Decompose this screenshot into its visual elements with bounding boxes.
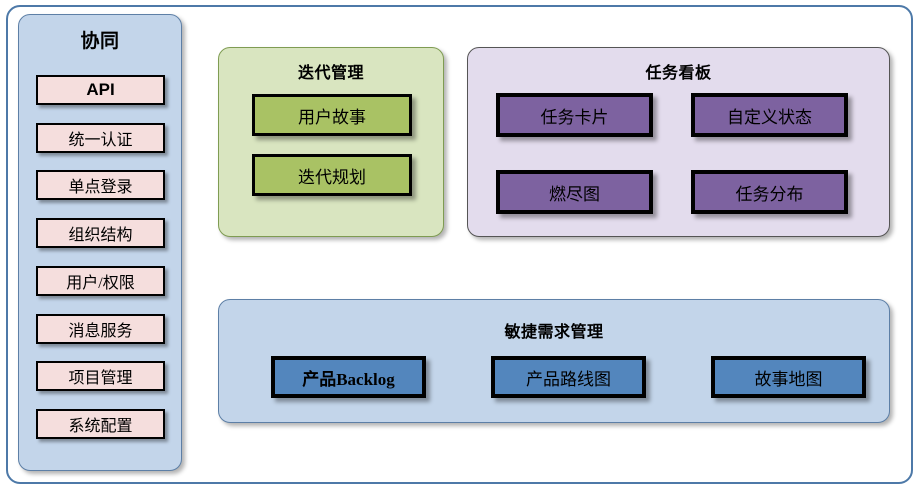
agile-item-story-map[interactable]: 故事地图 — [711, 356, 866, 398]
panel-agile-requirement-management[interactable]: 敏捷需求管理 产品Backlog 产品路线图 故事地图 — [218, 299, 890, 423]
sidebar-item-message-service[interactable]: 消息服务 — [36, 314, 165, 344]
agile-item-product-roadmap[interactable]: 产品路线图 — [491, 356, 646, 398]
panel-iteration-title: 迭代管理 — [297, 65, 364, 82]
sidebar-item-unified-auth[interactable]: 统一认证 — [36, 123, 165, 153]
panel-task-board[interactable]: 任务看板 任务卡片 自定义状态 燃尽图 任务分布 — [467, 47, 890, 237]
taskboard-item-task-card[interactable]: 任务卡片 — [496, 93, 653, 137]
sidebar-item-user-permission[interactable]: 用户/权限 — [36, 266, 165, 296]
sidebar-item-sso[interactable]: 单点登录 — [36, 170, 165, 200]
panel-collaboration[interactable]: 协同 API 统一认证 单点登录 组织结构 用户/权限 消息服务 项目管理 系统… — [18, 14, 182, 471]
iteration-item-user-story[interactable]: 用户故事 — [252, 94, 412, 136]
panel-iteration-management[interactable]: 迭代管理 用户故事 迭代规划 — [218, 47, 444, 237]
sidebar-item-project-mgmt[interactable]: 项目管理 — [36, 361, 165, 391]
taskboard-item-custom-status[interactable]: 自定义状态 — [691, 93, 848, 137]
outer-frame-border — [6, 5, 913, 484]
sidebar-item-system-config[interactable]: 系统配置 — [36, 409, 165, 439]
taskboard-item-task-distribution[interactable]: 任务分布 — [691, 170, 848, 214]
sidebar-item-org-structure[interactable]: 组织结构 — [36, 218, 165, 248]
sidebar-item-api[interactable]: API — [36, 75, 165, 105]
agile-item-product-backlog[interactable]: 产品Backlog — [271, 356, 426, 398]
panel-collaboration-title: 协同 — [80, 31, 120, 52]
iteration-item-iteration-plan[interactable]: 迭代规划 — [252, 154, 412, 196]
panel-task-board-title: 任务看板 — [645, 65, 712, 82]
panel-agile-title: 敏捷需求管理 — [504, 324, 604, 341]
taskboard-item-burndown-chart[interactable]: 燃尽图 — [496, 170, 653, 214]
